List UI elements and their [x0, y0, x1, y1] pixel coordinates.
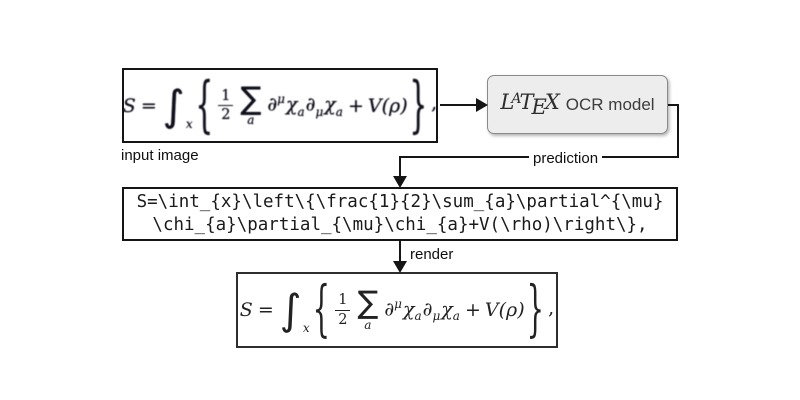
math-equals: = [140, 94, 157, 117]
latex-code-line2: \chi_{a}\partial_{\mu}\chi_{a}+V(\rho)\r… [152, 215, 648, 235]
fraction-denominator: 2 [221, 107, 231, 123]
integral-subscript: x [302, 321, 310, 335]
ocr-model-label: OCR model [565, 94, 655, 114]
arrow-input-to-ocr-line [440, 104, 478, 106]
prediction-arrow-head [393, 176, 407, 188]
sigma-glyph: ∑ [357, 285, 379, 322]
fraction-numerator: 1 [218, 88, 234, 106]
integral-subscript: x [185, 116, 193, 131]
math-S: S [122, 94, 136, 117]
render-arrow-head [393, 261, 407, 273]
potential-term: V(ρ) [367, 94, 408, 117]
right-brace: } [526, 274, 544, 346]
latex-code-box: S=\int_{x}\left\{\frac{1}{2}\sum_{a}\par… [122, 187, 678, 241]
sigma-glyph: ∑ [240, 80, 262, 117]
kinetic-term: ∂μχa∂μχa [267, 92, 343, 119]
math-equals: = [257, 299, 274, 321]
potential-term: V(ρ) [484, 299, 525, 321]
plus-sign: + [464, 299, 481, 321]
input-image-label: input image [121, 147, 199, 164]
right-brace: } [409, 70, 427, 141]
fraction-denominator: 2 [338, 311, 348, 328]
prediction-label: prediction [529, 150, 603, 167]
integral-sign: ∫ x [162, 80, 193, 130]
render-label: render [410, 246, 454, 263]
prediction-line-segment [668, 104, 679, 106]
plus-sign: + [347, 94, 364, 117]
arrow-input-to-ocr-head [476, 98, 488, 112]
integral-glyph: ∫ [162, 80, 185, 130]
summation-sign: ∑ a [240, 80, 262, 128]
summation-sign: ∑ a [357, 285, 379, 332]
latex-code-line1: S=\int_{x}\left\{\frac{1}{2}\sum_{a}\par… [136, 192, 664, 212]
sum-subscript: a [247, 113, 255, 128]
fraction-numerator: 1 [335, 292, 351, 311]
latex-logo: LATEX [500, 90, 559, 119]
trailing-comma: , [431, 92, 438, 115]
rendered-formula-box: S = ∫ x { 1 2 ∑ a ∂μχa∂μχa + V(ρ) } , [236, 272, 558, 348]
fraction-one-half: 1 2 [335, 292, 351, 328]
input-image-box: S = ∫ x { 1 2 ∑ a ∂μχa∂μχa + V(ρ) } , [122, 68, 438, 143]
math-S: S [239, 299, 253, 321]
input-formula: S = ∫ x { 1 2 ∑ a ∂μχa∂μχa + V(ρ) } , [122, 75, 438, 136]
rendered-formula: S = ∫ x { 1 2 ∑ a ∂μχa∂μχa + V(ρ) } , [239, 279, 555, 340]
ocr-model-box: LATEX OCR model [487, 75, 668, 134]
kinetic-term: ∂μχa∂μχa [384, 296, 460, 324]
sum-subscript: a [364, 317, 372, 332]
integral-sign: ∫ x [279, 285, 310, 335]
fraction-one-half: 1 2 [218, 88, 234, 123]
prediction-line-segment [677, 104, 679, 158]
left-brace: { [195, 70, 213, 141]
prediction-line-segment [399, 156, 401, 180]
trailing-comma: , [548, 296, 555, 319]
render-arrow-line [399, 241, 401, 265]
left-brace: { [312, 274, 330, 346]
integral-glyph: ∫ [279, 285, 302, 334]
